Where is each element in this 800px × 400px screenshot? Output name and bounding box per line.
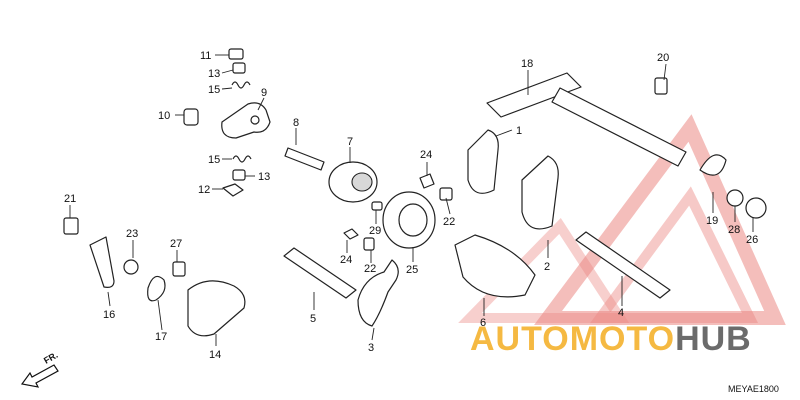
part-13-upper xyxy=(232,62,246,74)
part-17-spring xyxy=(147,275,166,302)
part-28-clip xyxy=(726,189,744,207)
part-29-pin xyxy=(371,201,383,211)
part-11-cap xyxy=(228,48,244,60)
callout-6: 6 xyxy=(480,317,486,329)
callout-9: 9 xyxy=(261,87,267,99)
part-18-spindle-shaft xyxy=(551,87,687,167)
watermark-text: AUTOMOTOHUB xyxy=(470,320,752,358)
front-direction-indicator: FR. xyxy=(20,350,60,388)
part-24-upper-washer xyxy=(419,173,435,189)
part-4-fork-shaft xyxy=(575,231,671,299)
part-27-bolt xyxy=(172,261,186,277)
callout-13-lower: 13 xyxy=(258,171,270,183)
callout-4: 4 xyxy=(618,307,624,319)
callout-26: 25 xyxy=(406,264,418,276)
callout-2: 2 xyxy=(544,261,550,273)
part-22-lower-bolt xyxy=(363,237,375,251)
part-25-washer xyxy=(745,197,767,219)
callout-10: 10 xyxy=(158,110,170,122)
callout-3: 3 xyxy=(368,342,374,354)
front-arrow-icon xyxy=(20,364,59,388)
callout-12: 12 xyxy=(198,184,210,196)
part-14-guide-plate xyxy=(187,280,246,337)
part-20-bolt xyxy=(654,77,668,95)
callout-labels: 11 13 15 9 10 8 7 15 13 12 29 25 24 22 2… xyxy=(64,50,758,361)
part-8-pin xyxy=(284,147,325,171)
callout-28: 28 xyxy=(728,224,740,236)
callout-1: 1 xyxy=(516,125,522,137)
callout-24-lower: 24 xyxy=(340,254,352,266)
part-12-plate xyxy=(222,183,244,197)
callout-8: 8 xyxy=(293,117,299,129)
callout-23: 23 xyxy=(126,228,138,240)
part-13-lower xyxy=(232,169,246,181)
callout-20: 20 xyxy=(657,52,669,64)
callout-29: 29 xyxy=(369,225,381,237)
part-6-shift-drum xyxy=(454,234,536,298)
callout-25: 26 xyxy=(746,234,758,246)
callout-19: 19 xyxy=(706,215,718,227)
watermark-secondary: HUB xyxy=(675,320,752,358)
callout-24-upper: 24 xyxy=(420,149,432,161)
part-23-washer xyxy=(123,259,139,275)
part-10-bolt xyxy=(183,108,199,126)
callout-17: 17 xyxy=(155,331,167,343)
part-9-stopper-arm xyxy=(221,102,271,139)
callout-15-lower: 15 xyxy=(208,154,220,166)
part-22-upper-bolt xyxy=(439,187,453,201)
part-3-shift-fork xyxy=(357,259,399,327)
part-5-fork-shaft xyxy=(283,247,357,299)
part-19-return-spring xyxy=(699,154,727,176)
part-15-upper-spring xyxy=(231,81,251,89)
part-24-lower-washer xyxy=(343,228,359,240)
part-1-shift-fork xyxy=(467,129,499,194)
callout-15-upper: 15 xyxy=(208,84,220,96)
part-18-spindle-arm xyxy=(486,72,582,118)
callout-7: 7 xyxy=(347,136,353,148)
leader-lines xyxy=(69,54,754,346)
callout-21: 21 xyxy=(64,193,76,205)
part-21-bolt xyxy=(63,217,79,235)
part-15-lower-spring xyxy=(232,155,252,163)
diagram-code: MEYAE1800 xyxy=(728,384,779,394)
callout-13-upper: 13 xyxy=(208,68,220,80)
callout-14: 14 xyxy=(209,349,221,361)
callout-22-upper: 22 xyxy=(443,216,455,228)
direction-label: FR. xyxy=(42,350,60,366)
callout-11: 11 xyxy=(200,50,211,62)
callout-22-lower: 22 xyxy=(364,263,376,275)
callout-16: 16 xyxy=(103,309,115,321)
part-2-shift-fork xyxy=(521,155,559,230)
part-16-arm xyxy=(89,236,115,288)
callout-18: 18 xyxy=(521,58,533,70)
watermark-primary: AUTOMOTO xyxy=(470,320,675,358)
callout-5: 5 xyxy=(310,313,316,325)
callout-27: 27 xyxy=(170,238,182,250)
